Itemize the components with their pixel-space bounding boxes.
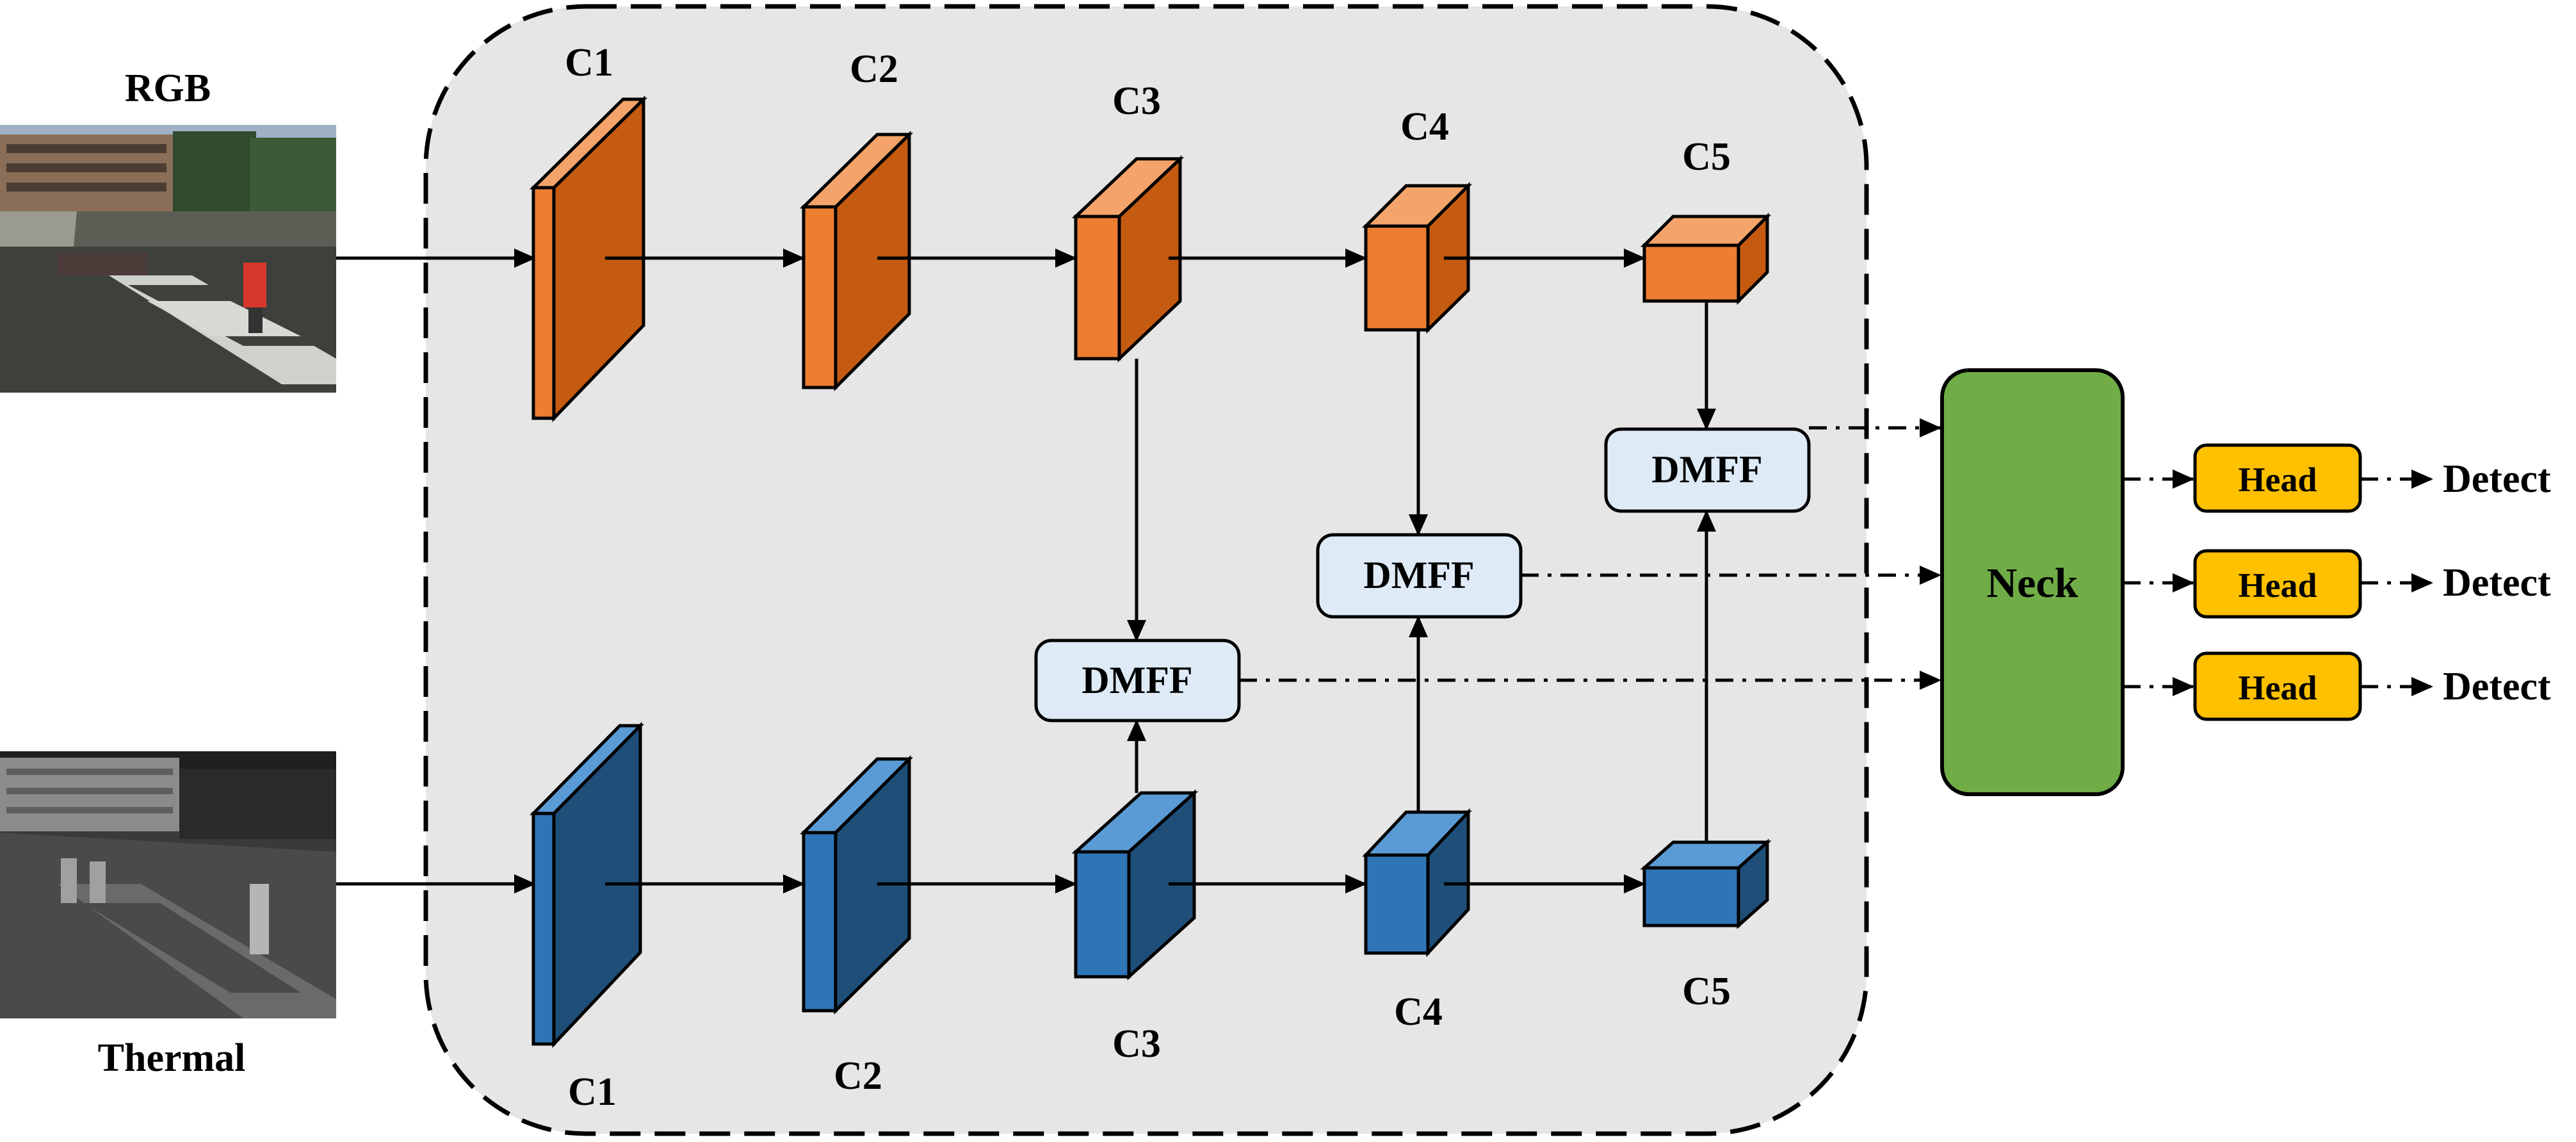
- thermal-c1-block: [530, 721, 644, 1048]
- dmff-label: DMFF: [1081, 659, 1192, 701]
- rgb-stage-label: C4: [1400, 105, 1449, 149]
- thermal-stage-label: C5: [1682, 970, 1731, 1013]
- detection-head: Head: [2193, 549, 2362, 619]
- rgb-c1-block: [529, 95, 648, 423]
- head-label: Head: [2238, 461, 2317, 499]
- rgb-c3-block: [1071, 155, 1185, 363]
- rgb-stage-label: C5: [1682, 135, 1731, 179]
- thermal-input-image: [0, 751, 336, 1018]
- thermal-stage-label: C2: [834, 1054, 882, 1098]
- thermal-stage-label: C4: [1394, 990, 1443, 1034]
- head-label: Head: [2238, 669, 2317, 707]
- rgb-stage-label: C2: [850, 47, 898, 91]
- detection-head: Head: [2193, 443, 2362, 513]
- detect-output-label: Detect: [2443, 457, 2551, 501]
- rgb-stage-label: C3: [1112, 79, 1161, 123]
- neck-label: Neck: [1987, 560, 2078, 607]
- dmff-module-c5: DMFF: [1604, 427, 1811, 513]
- dmff-label: DMFF: [1363, 554, 1474, 596]
- head-label: Head: [2238, 566, 2317, 605]
- thermal-c5-block: [1640, 838, 1772, 929]
- thermal-input-label: Thermal: [98, 1036, 246, 1080]
- rgb-stage-label: C1: [565, 41, 613, 85]
- detect-output-label: Detect: [2443, 665, 2551, 708]
- dmff-module-c3: DMFF: [1034, 639, 1241, 722]
- backbone-container: [423, 4, 1869, 1136]
- thermal-stage-label: C3: [1112, 1022, 1161, 1066]
- neck-module: Neck: [1940, 368, 2125, 796]
- rgb-c5-block: [1640, 212, 1772, 306]
- detection-head: Head: [2193, 651, 2362, 721]
- rgb-input-label: RGB: [125, 67, 211, 110]
- dmff-module-c4: DMFF: [1316, 533, 1523, 619]
- thermal-stage-label: C1: [568, 1070, 617, 1114]
- dmff-label: DMFF: [1651, 448, 1762, 491]
- rgb-c2-block: [799, 131, 914, 392]
- rgb-input-image: [0, 125, 336, 393]
- thermal-c3-block: [1071, 789, 1199, 981]
- thermal-c2-block: [799, 755, 914, 1015]
- detect-output-label: Detect: [2443, 561, 2551, 605]
